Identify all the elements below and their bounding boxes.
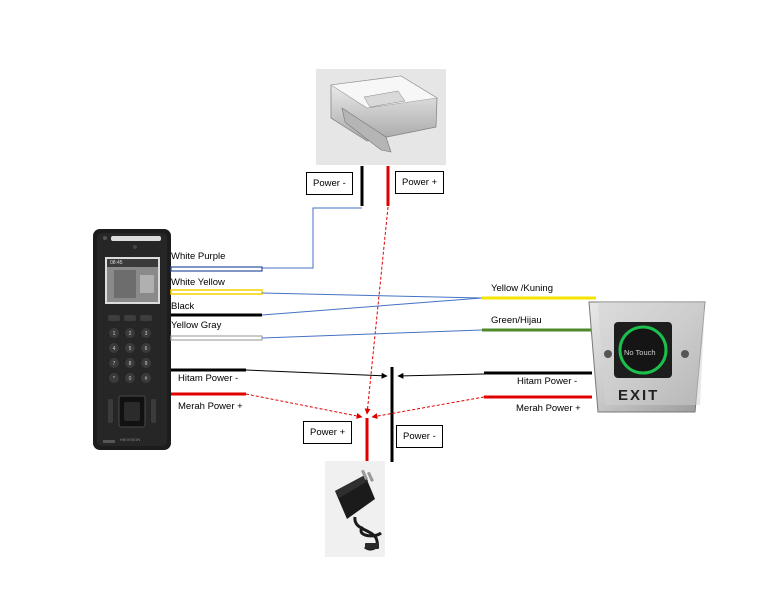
maglock-power-minus-box: Power - — [306, 172, 353, 195]
keypad-key-label: 8 — [129, 361, 132, 367]
right-minus-arrow — [397, 372, 485, 379]
keypad-key-label: 1 — [113, 331, 116, 337]
terminal-keypad: 1 2 3 4 5 6 7 8 9 * 0 # — [108, 315, 152, 383]
keypad-key-label: 6 — [145, 346, 148, 352]
keypad-key-label: 9 — [145, 361, 148, 367]
keypad-key-label: 2 — [129, 331, 132, 337]
keypad-key-label: 3 — [145, 331, 148, 337]
hitam-power-left-label: Hitam Power - — [178, 373, 239, 384]
supply-power-plus-box: Power + — [303, 421, 353, 444]
terminal-brand: HIKVISION — [120, 437, 141, 442]
keypad-key — [109, 373, 119, 383]
keypad-key — [109, 358, 119, 368]
keypad-key-label: 0 — [129, 376, 132, 382]
yellow-connection-line — [261, 292, 483, 299]
keypad-key — [109, 343, 119, 353]
keypad-key-label: * — [113, 376, 115, 382]
no-touch-label: No Touch — [624, 348, 656, 357]
yellow-gray-wire — [170, 335, 263, 341]
keypad-key — [141, 328, 151, 338]
left-minus-arrow — [245, 369, 388, 379]
keypad-key — [125, 373, 135, 383]
keypad-key — [141, 343, 151, 353]
keypad-key-label: # — [145, 376, 148, 382]
keypad-function-key — [124, 315, 136, 321]
purple-connection-line — [262, 207, 362, 269]
right-plus-arrow — [371, 396, 485, 420]
exit-label: EXIT — [618, 387, 660, 404]
exit-button-image — [588, 301, 706, 413]
keypad-function-key — [108, 315, 120, 321]
access-terminal-image — [93, 229, 171, 450]
magnetic-lock-image — [316, 69, 446, 165]
yellow-gray-label: Yellow Gray — [171, 320, 222, 331]
power-adapter-image — [325, 461, 385, 557]
keypad-key-label: 4 — [113, 346, 116, 352]
maglock-power-plus-box: Power + — [395, 171, 445, 194]
gray-connection-line — [261, 329, 483, 339]
white-purple-label: White Purple — [171, 251, 226, 262]
keypad-key-label: 7 — [113, 361, 116, 367]
keypad-key — [125, 328, 135, 338]
hitam-power-right-label: Hitam Power - — [517, 376, 578, 387]
terminal-screen-time: 08:45 — [110, 260, 123, 266]
merah-power-left-label: Merah Power + — [178, 401, 243, 412]
keypad-key-label: 5 — [129, 346, 132, 352]
keypad-key — [125, 358, 135, 368]
maglock-plus-line — [364, 206, 389, 415]
green-hijau-label: Green/Hijau — [491, 315, 542, 326]
yellow-kuning-label: Yellow /Kuning — [491, 283, 553, 294]
white-purple-wire — [170, 266, 263, 272]
white-yellow-wire — [170, 289, 263, 295]
keypad-key — [109, 328, 119, 338]
merah-power-right-label: Merah Power + — [516, 403, 581, 414]
white-yellow-label: White Yellow — [171, 277, 225, 288]
keypad-key — [125, 343, 135, 353]
black-connection-line — [261, 297, 483, 316]
keypad-function-key — [140, 315, 152, 321]
supply-power-minus-box: Power - — [396, 425, 443, 448]
keypad-key — [141, 358, 151, 368]
black-label: Black — [171, 301, 195, 312]
keypad-key — [141, 373, 151, 383]
left-plus-arrow — [245, 393, 363, 419]
